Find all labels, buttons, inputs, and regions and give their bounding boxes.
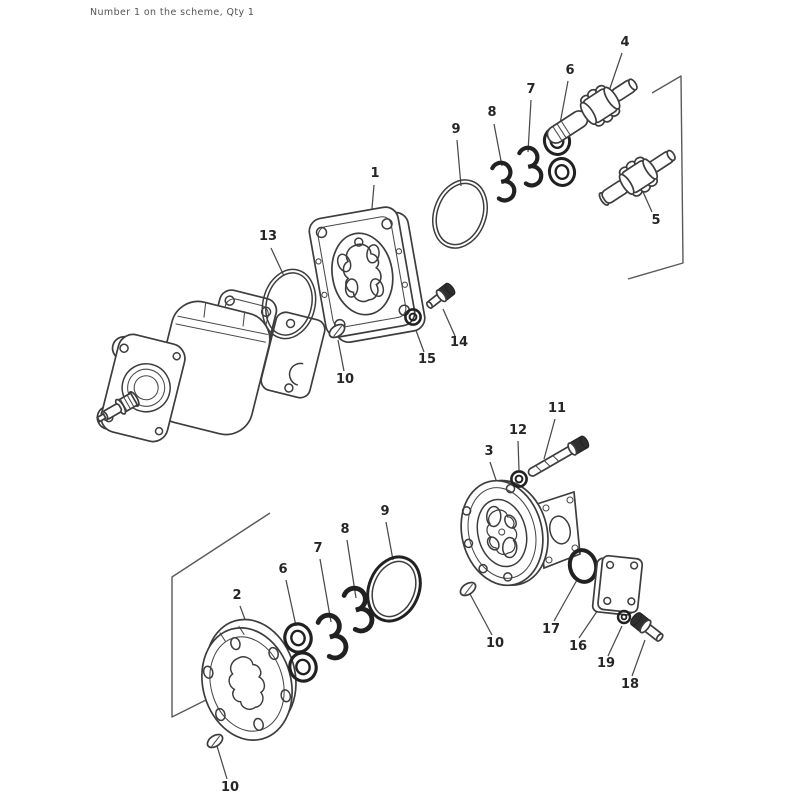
o-ring-17: [567, 548, 599, 584]
dowel-pin-10-bottom-left: [204, 731, 226, 751]
dowel-pin-10-bottom-right: [457, 579, 479, 599]
rear-flange-group: [201, 547, 432, 751]
callout-7-top: 7: [526, 82, 535, 97]
gasket-9-bottom: [356, 547, 432, 631]
snap-ring-7-top: [518, 146, 544, 187]
callout-16: 16: [569, 639, 587, 654]
callout-10-top: 10: [336, 372, 354, 387]
callout-19: 19: [597, 656, 615, 671]
callout-18: 18: [621, 677, 639, 692]
cover-plate-1: [308, 206, 426, 344]
callout-1: 1: [370, 166, 379, 181]
callout-6-bottom: 6: [278, 562, 287, 577]
callout-9-bottom: 9: [380, 504, 389, 519]
housing-3-flange: [460, 479, 549, 587]
bolt-11: [527, 435, 590, 477]
frame-top-right: [627, 75, 684, 280]
gear-shaft-5: [598, 149, 676, 206]
gasket-9-top: [422, 171, 498, 257]
callout-8-bottom: 8: [340, 522, 349, 537]
callout-9-top: 9: [451, 122, 460, 137]
callout-2: 2: [232, 588, 241, 603]
callout-14: 14: [450, 335, 468, 350]
callout-5: 5: [651, 213, 660, 228]
callout-10-bottom-right: 10: [486, 636, 504, 651]
bolt-18: [630, 612, 664, 642]
callout-3: 3: [484, 444, 493, 459]
callout-10-bottom-left: 10: [221, 780, 239, 795]
callout-17: 17: [542, 622, 560, 637]
gear-shaft-4: [546, 78, 638, 144]
cover-plate-16: [591, 554, 644, 616]
diagram-note: Number 1 on the scheme, Qty 1: [90, 7, 254, 18]
callout-11: 11: [548, 401, 566, 416]
rear-housing-group: [457, 435, 664, 642]
callout-4: 4: [620, 35, 629, 50]
frame-bottom-left: [171, 512, 271, 718]
snap-ring-7-bottom: [316, 612, 350, 660]
front-cover-group: [254, 78, 676, 346]
callout-8-top: 8: [487, 105, 496, 120]
bearing-6-top-b: [544, 154, 580, 190]
callout-6-top: 6: [565, 63, 574, 78]
main-pump-body: [96, 289, 326, 443]
flange-2: [201, 618, 297, 741]
bolt-14: [425, 282, 456, 309]
callout-7-bottom: 7: [313, 541, 322, 556]
snap-ring-8-top: [491, 161, 517, 202]
callout-15: 15: [418, 352, 436, 367]
callout-12: 12: [509, 423, 527, 438]
callout-13: 13: [259, 229, 277, 244]
callout-labels: 1 13 10 15 14 9 8 7 6 4 5 2 6 7 8 9 10 3…: [221, 35, 661, 795]
